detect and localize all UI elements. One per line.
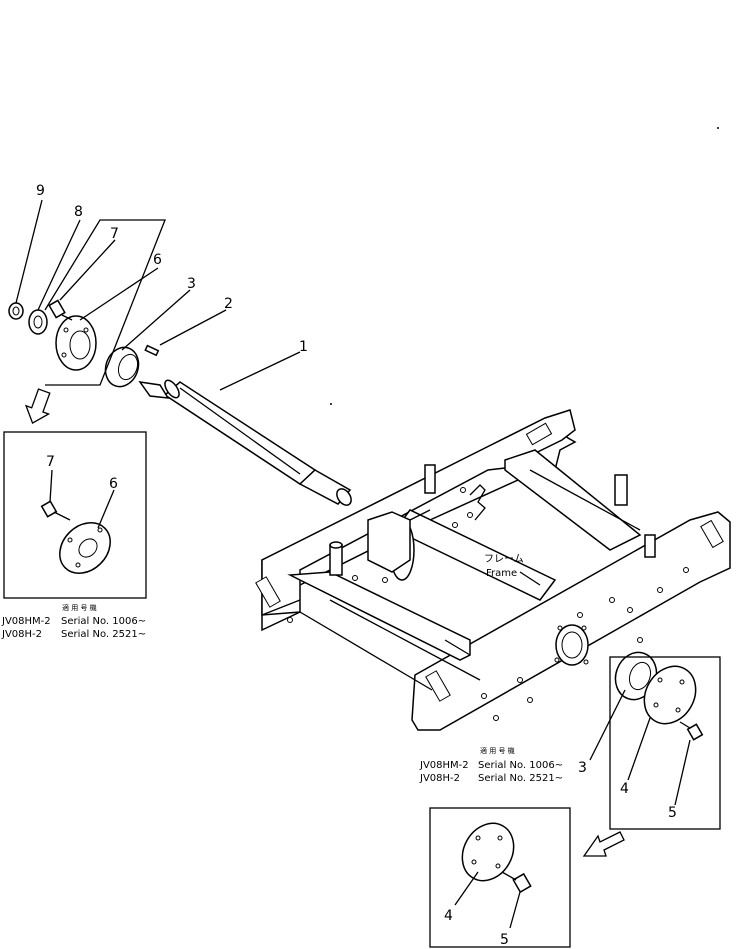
flange-top (55, 315, 97, 371)
exploded-bracket (44, 219, 166, 386)
inset-left-callout-7: 7 (46, 454, 55, 470)
serial-left-model-2: JV08H-2 (1, 629, 42, 640)
shaft (138, 379, 352, 506)
serial-right-serial-2: Serial No. 2521~ (478, 773, 563, 784)
right-callout-4: 4 (620, 781, 629, 797)
frame-label-en: Frame (486, 568, 517, 579)
arrow-down-left-icon (582, 831, 625, 857)
serial-right-model-1: JV08HM-2 (419, 760, 469, 771)
callout-1: 1 (299, 339, 308, 355)
serial-right-heading: 適 用 号 機 (480, 746, 515, 755)
serial-right: 適 用 号 機 JV08HM-2 Serial No. 1006~ JV08H-… (419, 746, 563, 784)
arrow-down-icon (24, 388, 51, 424)
serial-left-model-1: JV08HM-2 (1, 616, 51, 627)
inset-right-bracket (609, 656, 721, 830)
serial-right-model-2: JV08H-2 (419, 773, 460, 784)
inset-left-box (3, 431, 147, 599)
collar-left (104, 346, 140, 388)
inset-bottom-box (429, 807, 571, 948)
serial-left-heading: 適 用 号 機 (62, 603, 97, 612)
inset-left-callout-6: 6 (109, 476, 118, 492)
serial-right-serial-1: Serial No. 1006~ (478, 760, 563, 771)
bolt-right (679, 721, 704, 741)
callout-7: 7 (110, 226, 119, 242)
frame-label-jp: フレーム (484, 553, 524, 565)
inset-bottom-cover (461, 822, 515, 882)
inset-left-bolt (40, 500, 71, 521)
serial-left-serial-1: Serial No. 1006~ (61, 616, 146, 627)
right-callout-5: 5 (668, 805, 677, 821)
inset-bottom-callout-5: 5 (500, 932, 509, 948)
callout-6: 6 (153, 252, 162, 268)
serial-left-serial-2: Serial No. 2521~ (61, 629, 146, 640)
nut (8, 302, 24, 320)
gear (28, 309, 48, 335)
pin (144, 344, 160, 357)
callout-8: 8 (74, 204, 83, 220)
inset-bottom-callout-4: 4 (444, 908, 453, 924)
cover-right (643, 665, 697, 725)
bolt-top (48, 299, 73, 321)
inset-bottom-bolt (501, 871, 532, 894)
callout-2: 2 (224, 296, 233, 312)
frame (255, 409, 731, 731)
callout-3: 3 (187, 276, 196, 292)
serial-left: 適 用 号 機 JV08HM-2 Serial No. 1006~ JV08H-… (1, 603, 146, 640)
right-callout-3: 3 (578, 760, 587, 776)
inset-left-flange (59, 522, 111, 574)
callout-9: 9 (36, 183, 45, 199)
